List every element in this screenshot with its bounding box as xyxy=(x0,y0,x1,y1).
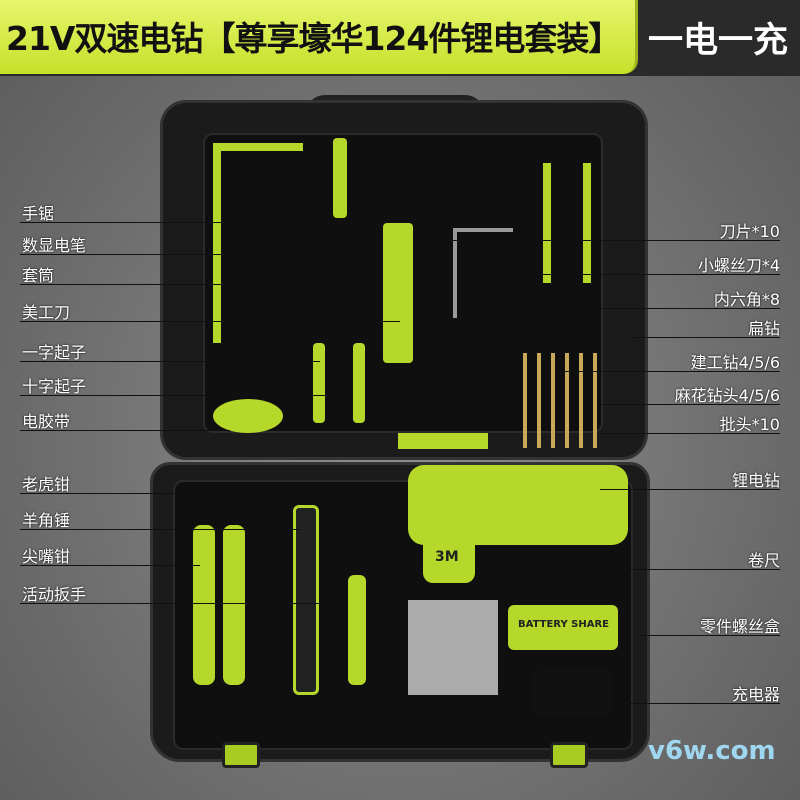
callout-label-left: 老虎钳 xyxy=(22,475,71,494)
electrical-tape xyxy=(213,399,283,433)
callout-line xyxy=(20,493,200,494)
product-subtitle: 一电一充 xyxy=(648,21,789,61)
parts-box xyxy=(408,600,498,695)
callout-line xyxy=(600,703,780,704)
hex-keys xyxy=(453,228,513,318)
callout-label-right: 刀片*10 xyxy=(719,222,780,241)
adjustable-wrench xyxy=(348,575,366,685)
header-bar: 21V双速电钻【尊享壕华124件锂电套装】 一电一充 xyxy=(0,0,800,76)
hacksaw-frame xyxy=(213,143,221,343)
callout-label-right: 扁钻 xyxy=(747,319,780,338)
case-latch-right[interactable] xyxy=(550,742,588,768)
callout-label-left: 活动扳手 xyxy=(22,585,87,604)
case-latch-left[interactable] xyxy=(222,742,260,768)
callout-label-left: 一字起子 xyxy=(22,343,87,362)
callout-label-left: 数显电笔 xyxy=(22,236,87,255)
tape-logo: 3M xyxy=(435,549,459,565)
screwdriver-cross xyxy=(353,343,365,423)
callout-line xyxy=(600,433,780,434)
small-screwdrivers xyxy=(583,163,591,283)
title-banner: 21V双速电钻【尊享壕华124件锂电套装】 xyxy=(0,0,638,74)
callout-line xyxy=(470,308,780,309)
callout-label-left: 套筒 xyxy=(22,266,55,285)
watermark: v6w.com xyxy=(648,736,776,766)
callout-line xyxy=(510,274,780,275)
drill-bits xyxy=(523,353,603,448)
callout-line xyxy=(20,395,350,396)
callout-label-right: 零件螺丝盒 xyxy=(699,617,780,636)
needle-nose-pliers xyxy=(223,525,245,685)
callout-line xyxy=(20,254,300,255)
callout-label-right: 充电器 xyxy=(731,685,780,704)
charger xyxy=(533,670,613,715)
screwdriver-flat xyxy=(313,343,325,423)
battery-marking: BATTERY SHARE xyxy=(518,619,610,630)
small-screwdrivers xyxy=(543,163,551,283)
callout-line xyxy=(630,337,780,338)
callout-line xyxy=(600,489,780,490)
case-lid xyxy=(160,100,648,460)
battery: BATTERY SHARE xyxy=(508,605,618,650)
callout-label-right: 建工钻4/5/6 xyxy=(690,353,780,372)
callout-line xyxy=(560,371,780,372)
callout-label-right: 麻花钻头4/5/6 xyxy=(674,386,780,405)
voltage-pen xyxy=(333,138,347,218)
callout-line xyxy=(20,222,230,223)
callout-line xyxy=(20,529,300,530)
claw-hammer xyxy=(293,505,319,695)
callout-line xyxy=(20,284,250,285)
callout-line xyxy=(20,321,400,322)
product-title: 21V双速电钻【尊享壕华124件锂电套装】 xyxy=(6,19,621,58)
callout-label-left: 尖嘴钳 xyxy=(22,547,71,566)
callout-label-right: 内六角*8 xyxy=(713,290,780,309)
callout-line xyxy=(20,603,340,604)
callout-line xyxy=(20,361,320,362)
callout-line xyxy=(600,404,780,405)
callout-label-left: 电胶带 xyxy=(22,412,71,431)
pliers xyxy=(193,525,215,685)
bit-holder xyxy=(398,433,488,449)
callout-line xyxy=(640,635,780,636)
callout-label-left: 羊角锤 xyxy=(22,511,71,530)
callout-label-left: 美工刀 xyxy=(22,303,71,322)
case-base: 3M BATTERY SHARE xyxy=(150,462,650,762)
callout-label-left: 十字起子 xyxy=(22,377,87,396)
callout-label-right: 小螺丝刀*4 xyxy=(697,256,780,275)
callout-line xyxy=(20,565,200,566)
hacksaw-frame xyxy=(213,143,303,151)
callout-label-right: 批头*10 xyxy=(719,415,780,434)
utility-knife xyxy=(383,223,413,363)
callout-label-right: 锂电钻 xyxy=(731,471,780,490)
callout-line xyxy=(20,430,230,431)
callout-line xyxy=(430,240,780,241)
callout-label-right: 卷尺 xyxy=(747,551,780,570)
cordless-drill xyxy=(408,465,628,545)
callout-line xyxy=(600,569,780,570)
callout-label-left: 手锯 xyxy=(22,204,55,223)
